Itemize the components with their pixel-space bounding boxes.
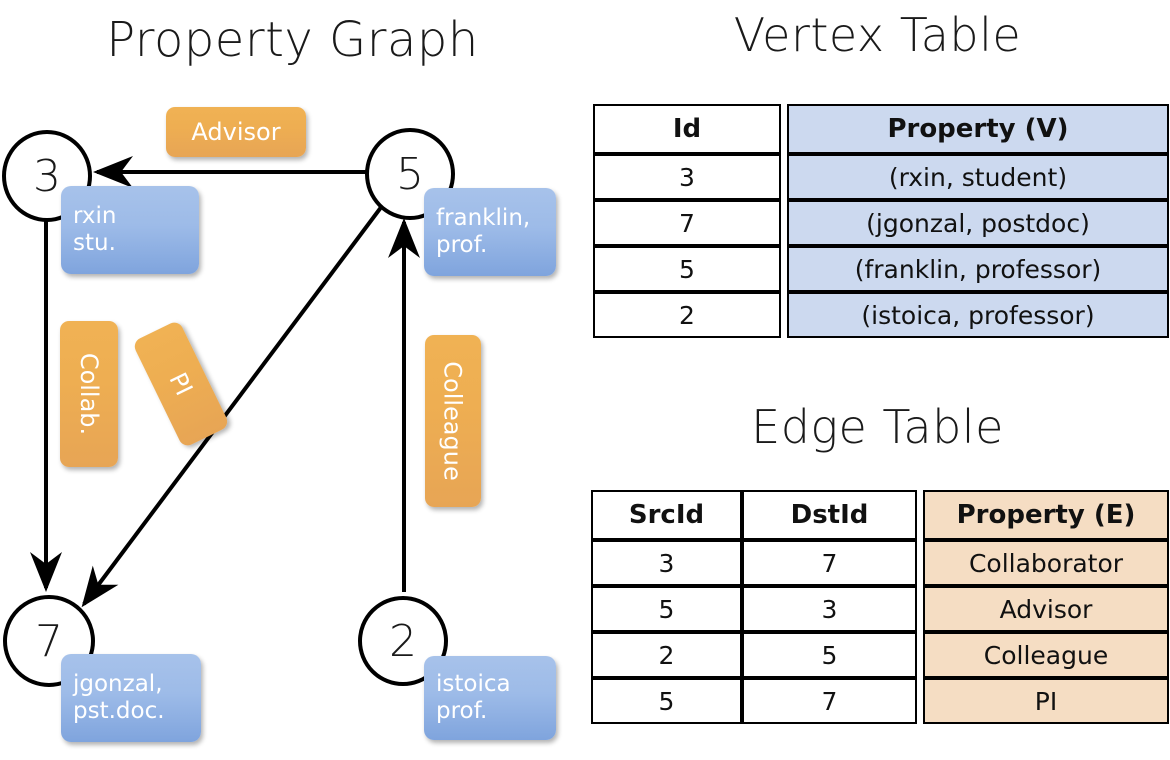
vertex-table-header-row: Id Property (V) xyxy=(593,104,1169,154)
vertex-property-line: pst.doc. xyxy=(73,698,165,724)
vertex-property-line: istoica xyxy=(436,670,511,697)
column-gap xyxy=(917,540,923,586)
edge-label-text: Colleague xyxy=(439,361,467,481)
edge-table-header-property: Property (E) xyxy=(923,490,1169,540)
edge-table-header-row: SrcId DstId Property (E) xyxy=(591,490,1169,540)
vertex-property-line: franklin, xyxy=(436,204,531,231)
column-gap xyxy=(917,586,923,632)
edge-label-colleague: Colleague xyxy=(425,335,481,507)
table-row: 5 7 PI xyxy=(591,678,1169,724)
vertex-id-cell: 2 xyxy=(593,292,781,338)
edge-dst-cell: 3 xyxy=(742,586,917,632)
vertex-id-cell: 7 xyxy=(593,200,781,246)
graph-vertex-2[interactable]: 2 xyxy=(358,596,448,686)
vertex-property-line: rxin xyxy=(73,202,117,229)
table-row: 3 7 Collaborator xyxy=(591,540,1169,586)
edge-dst-cell: 5 xyxy=(742,632,917,678)
edge-label-text: PI xyxy=(163,368,199,400)
table-row: 2 5 Colleague xyxy=(591,632,1169,678)
vertex-property-box-rxin: rxin stu. xyxy=(61,186,199,274)
edge-src-cell: 5 xyxy=(591,678,742,724)
vertex-property-line: stu. xyxy=(73,230,116,256)
vertex-id-cell: 5 xyxy=(593,246,781,292)
column-gap xyxy=(781,154,787,200)
column-gap xyxy=(781,246,787,292)
edge-label-text: Collab. xyxy=(75,352,104,436)
edge-src-cell: 2 xyxy=(591,632,742,678)
vertex-property-line: jgonzal, xyxy=(73,670,163,697)
edge-dst-cell: 7 xyxy=(742,540,917,586)
edge-table: SrcId DstId Property (E) 3 7 Collaborato… xyxy=(591,490,1169,724)
table-row: 5 3 Advisor xyxy=(591,586,1169,632)
page-title-property-graph: Property Graph xyxy=(106,12,479,68)
page-title-edge-table: Edge Table xyxy=(751,400,1004,454)
property-graph-diagram: 3 5 7 2 rxin stu. franklin, prof. jgonza… xyxy=(2,107,556,742)
vertex-table: Id Property (V) 3 (rxin, student) 7 (jgo… xyxy=(593,104,1169,338)
edge-property-cell: Colleague xyxy=(923,632,1169,678)
edge-property-cell: Advisor xyxy=(923,586,1169,632)
page-title-vertex-table: Vertex Table xyxy=(733,8,1022,62)
vertex-table-header-id: Id xyxy=(593,104,781,154)
column-gap xyxy=(917,632,923,678)
edge-label-text: Advisor xyxy=(191,118,281,146)
table-row: 2 (istoica, professor) xyxy=(593,292,1169,338)
edge-table-header-dstid: DstId xyxy=(742,490,917,540)
edge-dst-cell: 7 xyxy=(742,678,917,724)
table-row: 7 (jgonzal, postdoc) xyxy=(593,200,1169,246)
vertex-property-cell: (rxin, student) xyxy=(787,154,1169,200)
vertex-property-cell: (jgonzal, postdoc) xyxy=(787,200,1169,246)
graph-vertex-5[interactable]: 5 xyxy=(365,128,455,220)
vertex-property-cell: (franklin, professor) xyxy=(787,246,1169,292)
vertex-table-header-property: Property (V) xyxy=(787,104,1169,154)
vertex-property-box-istoica: istoica prof. xyxy=(424,656,556,740)
edge-label-collab: Collab. xyxy=(60,321,118,467)
column-gap xyxy=(781,104,787,154)
edge-src-cell: 3 xyxy=(591,540,742,586)
column-gap xyxy=(917,490,923,540)
edge-table-header-srcid: SrcId xyxy=(591,490,742,540)
edge-src-cell: 5 xyxy=(591,586,742,632)
vertex-property-box-jgonzal: jgonzal, pst.doc. xyxy=(61,654,201,742)
vertex-id-cell: 3 xyxy=(593,154,781,200)
column-gap xyxy=(781,200,787,246)
column-gap xyxy=(917,678,923,724)
table-row: 3 (rxin, student) xyxy=(593,154,1169,200)
edge-property-cell: PI xyxy=(923,678,1169,724)
graph-edge-arrows xyxy=(30,156,420,608)
vertex-property-box-franklin: franklin, prof. xyxy=(424,188,556,276)
vertex-property-cell: (istoica, professor) xyxy=(787,292,1169,338)
edge-arrow-5-to-7 xyxy=(81,204,384,608)
column-gap xyxy=(781,292,787,338)
edge-property-cell: Collaborator xyxy=(923,540,1169,586)
table-row: 5 (franklin, professor) xyxy=(593,246,1169,292)
vertex-property-line: prof. xyxy=(436,698,488,724)
vertex-property-line: prof. xyxy=(436,232,488,258)
edge-label-advisor: Advisor xyxy=(166,107,306,157)
